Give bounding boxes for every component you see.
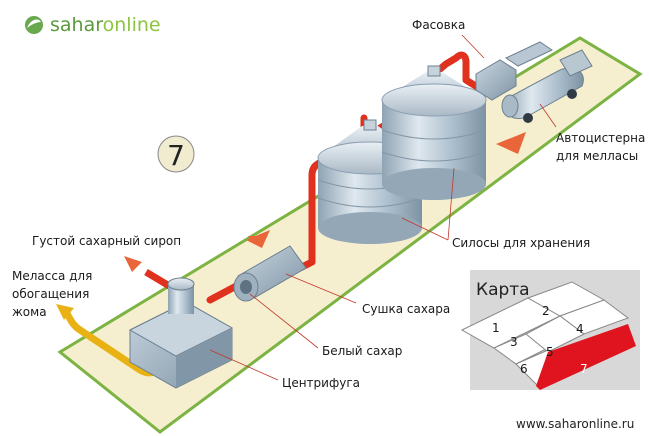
label-molasses-line2: обогащения [12,287,89,301]
flow-arrow-icon [246,230,270,248]
leader-line [249,293,319,349]
label-white-sugar: Белый сахар [322,344,402,358]
storage-silo-right [381,65,487,200]
map-cell-label: 5 [546,345,554,359]
label-drying: Сушка сахара [362,302,450,316]
sugar-dryer [233,245,307,302]
flow-arrow-icon [496,132,526,154]
map-cell [525,315,585,353]
packaging-unit [475,41,554,101]
label-molasses-line1: Меласса для [12,269,92,283]
map-cell-label: 1 [492,321,500,335]
label-packaging: Фасовка [412,18,465,32]
label-molasses-line3: жома [12,305,47,319]
flow-arrow-icon [248,236,260,244]
leader-line [209,349,279,381]
map-cell-label-active: 7 [580,362,588,376]
leader-line [401,217,449,241]
brand-name-suffix: online [103,14,161,36]
molasses-arrow-icon [56,304,74,320]
centrifuge-machine [128,277,234,389]
label-silos: Силосы для хранения [452,236,590,250]
step-badge: 7 [157,135,195,173]
brand-logo: saharonline [25,14,161,36]
map-cell-label: 2 [542,304,550,318]
step-number: 7 [167,139,185,172]
label-tanker-line1: Автоцистерна [556,131,645,145]
map-cell-label: 4 [576,322,584,336]
brand-name-prefix: sahar [50,14,103,36]
map-cell-active [536,324,636,390]
site-map: Карта 1 2 3 4 5 6 7 [460,270,640,390]
sahar-leaf-icon [25,16,43,34]
label-tanker-line2: для мелласы [556,149,638,163]
syrup-arrow-icon [124,256,142,272]
leader-line [461,34,485,59]
label-centrifuge: Центрифуга [282,376,360,390]
map-cell-label: 6 [520,362,528,376]
leader-line [285,273,357,304]
map-cell-label: 3 [510,335,518,349]
leader-line [447,167,455,241]
molasses-tanker-truck [501,49,593,123]
label-syrup: Густой сахарный сироп [32,234,181,248]
site-url: www.saharonline.ru [516,417,634,431]
map-title: Карта [476,280,530,300]
leader-line [539,103,557,128]
svg-text:saharonline: saharonline [50,14,161,36]
